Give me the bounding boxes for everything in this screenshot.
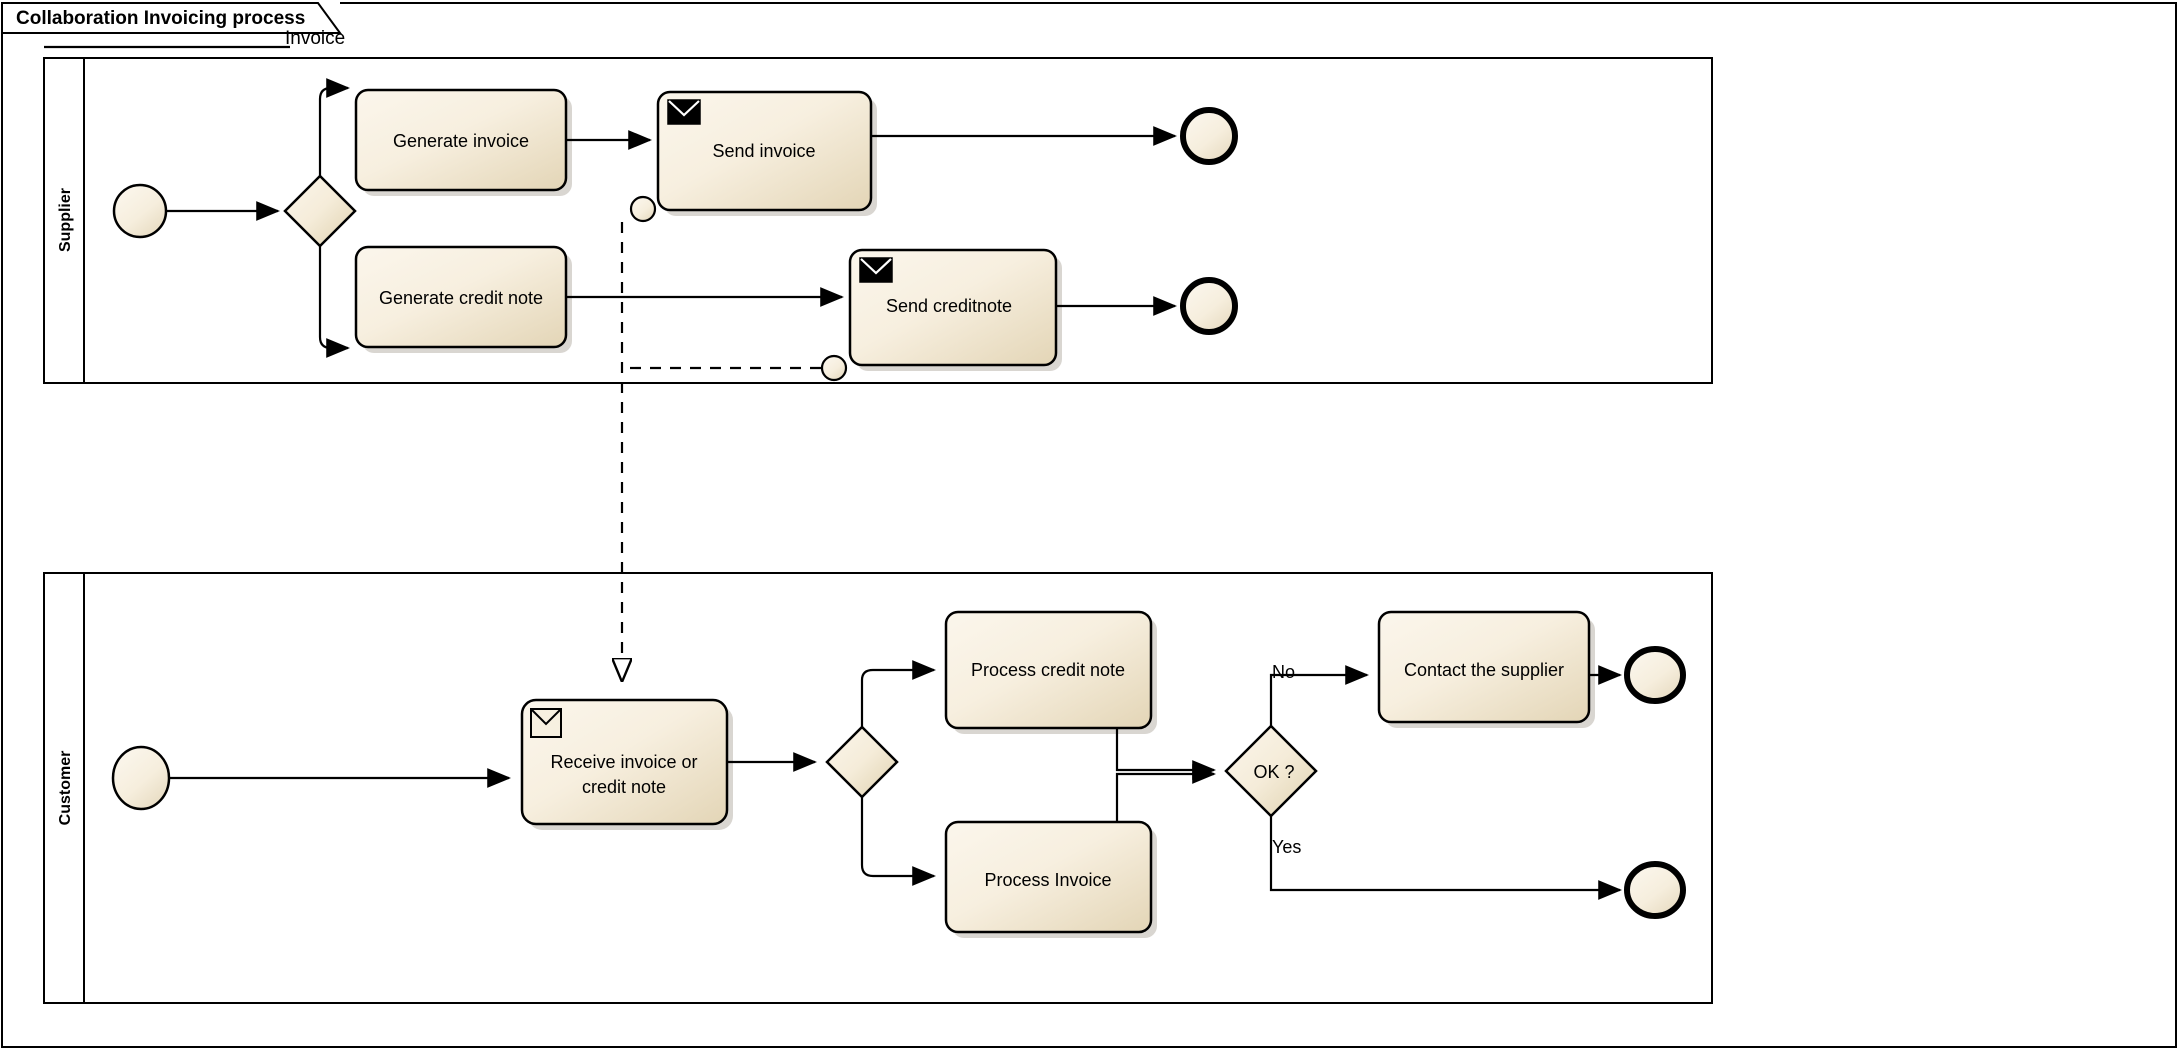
task-receive-invoice-label-line2: credit note [582, 777, 666, 797]
customer-start-event[interactable] [111, 745, 171, 811]
flow-label-no: No [1272, 662, 1295, 682]
task-send-invoice-box [656, 90, 873, 212]
title-tab-label: Collaboration Invoicing process [16, 8, 305, 29]
ok-gateway-shape [1224, 724, 1318, 818]
flow-process-credit-note-to-ok [1115, 728, 1216, 780]
send-message-icon [667, 99, 701, 125]
task-contact-the-supplier[interactable]: Contact the supplier [1377, 610, 1595, 728]
message-flow-invoice-origin [629, 195, 657, 223]
task-send-creditnote[interactable]: Send creditnote [848, 248, 1062, 371]
ok-gateway[interactable]: OK ? [1224, 724, 1318, 818]
message-flow-creditnote [625, 354, 848, 382]
task-process-invoice[interactable]: Process Invoice [944, 820, 1157, 938]
message-flow-invoice: Invoice [44, 28, 657, 680]
supplier-start-event[interactable] [112, 183, 168, 239]
customer-end-event-contact-supplier[interactable] [1624, 646, 1686, 704]
task-process-invoice-box [944, 820, 1153, 934]
task-generate-invoice[interactable]: Generate invoice [354, 88, 572, 196]
customer-split-gateway[interactable] [825, 725, 899, 799]
title-tab[interactable]: Collaboration Invoicing process [1, 1, 342, 34]
task-send-creditnote-box [848, 248, 1058, 367]
task-receive-invoice-label-line1: Receive invoice or [550, 752, 697, 772]
task-send-creditnote-label: Send creditnote [886, 296, 1012, 316]
customer-sequence-flows: No Yes [169, 660, 1622, 900]
supplier-sequence-flows [167, 78, 1177, 358]
customer-split-gateway-shape [825, 725, 899, 799]
task-process-invoice-label: Process Invoice [984, 870, 1111, 890]
flow-gateway-to-generate-invoice [318, 78, 350, 176]
flow-ok-yes-to-end [1269, 816, 1622, 900]
task-process-credit-note[interactable]: Process credit note [944, 610, 1157, 734]
task-send-invoice-label: Send invoice [712, 141, 815, 161]
customer-end-event-ok[interactable] [1624, 861, 1686, 919]
send-message-icon [859, 257, 893, 283]
message-flow-invoice-label: Invoice [285, 28, 345, 49]
receive-message-icon [530, 708, 562, 738]
flow-split-to-process-invoice [860, 797, 936, 886]
flow-gateway-to-generate-credit-note [318, 246, 350, 358]
task-process-credit-note-label: Process credit note [971, 660, 1125, 680]
task-generate-credit-note[interactable]: Generate credit note [354, 245, 572, 353]
task-contact-the-supplier-box [1377, 610, 1591, 724]
flow-ok-no-to-contact-supplier [1269, 665, 1369, 726]
task-receive-invoice-or-credit-note[interactable]: Receive invoice or credit note [520, 698, 733, 830]
supplier-end-event-creditnote[interactable] [1180, 277, 1238, 335]
pool-supplier-label: Supplier [57, 188, 74, 252]
supplier-split-gateway[interactable] [283, 174, 357, 248]
task-process-credit-note-box [944, 610, 1153, 730]
flow-split-to-process-credit-note [860, 660, 936, 727]
task-send-invoice[interactable]: Send invoice [656, 90, 877, 216]
pool-customer-label: Customer [57, 751, 74, 826]
task-generate-invoice-label: Generate invoice [393, 131, 529, 151]
flow-process-invoice-to-ok [1115, 764, 1216, 822]
supplier-end-event-invoice[interactable] [1180, 107, 1238, 165]
message-flow-creditnote-origin [820, 354, 848, 382]
flow-label-yes: Yes [1272, 837, 1301, 857]
task-contact-the-supplier-label: Contact the supplier [1404, 660, 1564, 680]
ok-gateway-label: OK ? [1253, 762, 1294, 782]
task-generate-credit-note-label: Generate credit note [379, 288, 543, 308]
